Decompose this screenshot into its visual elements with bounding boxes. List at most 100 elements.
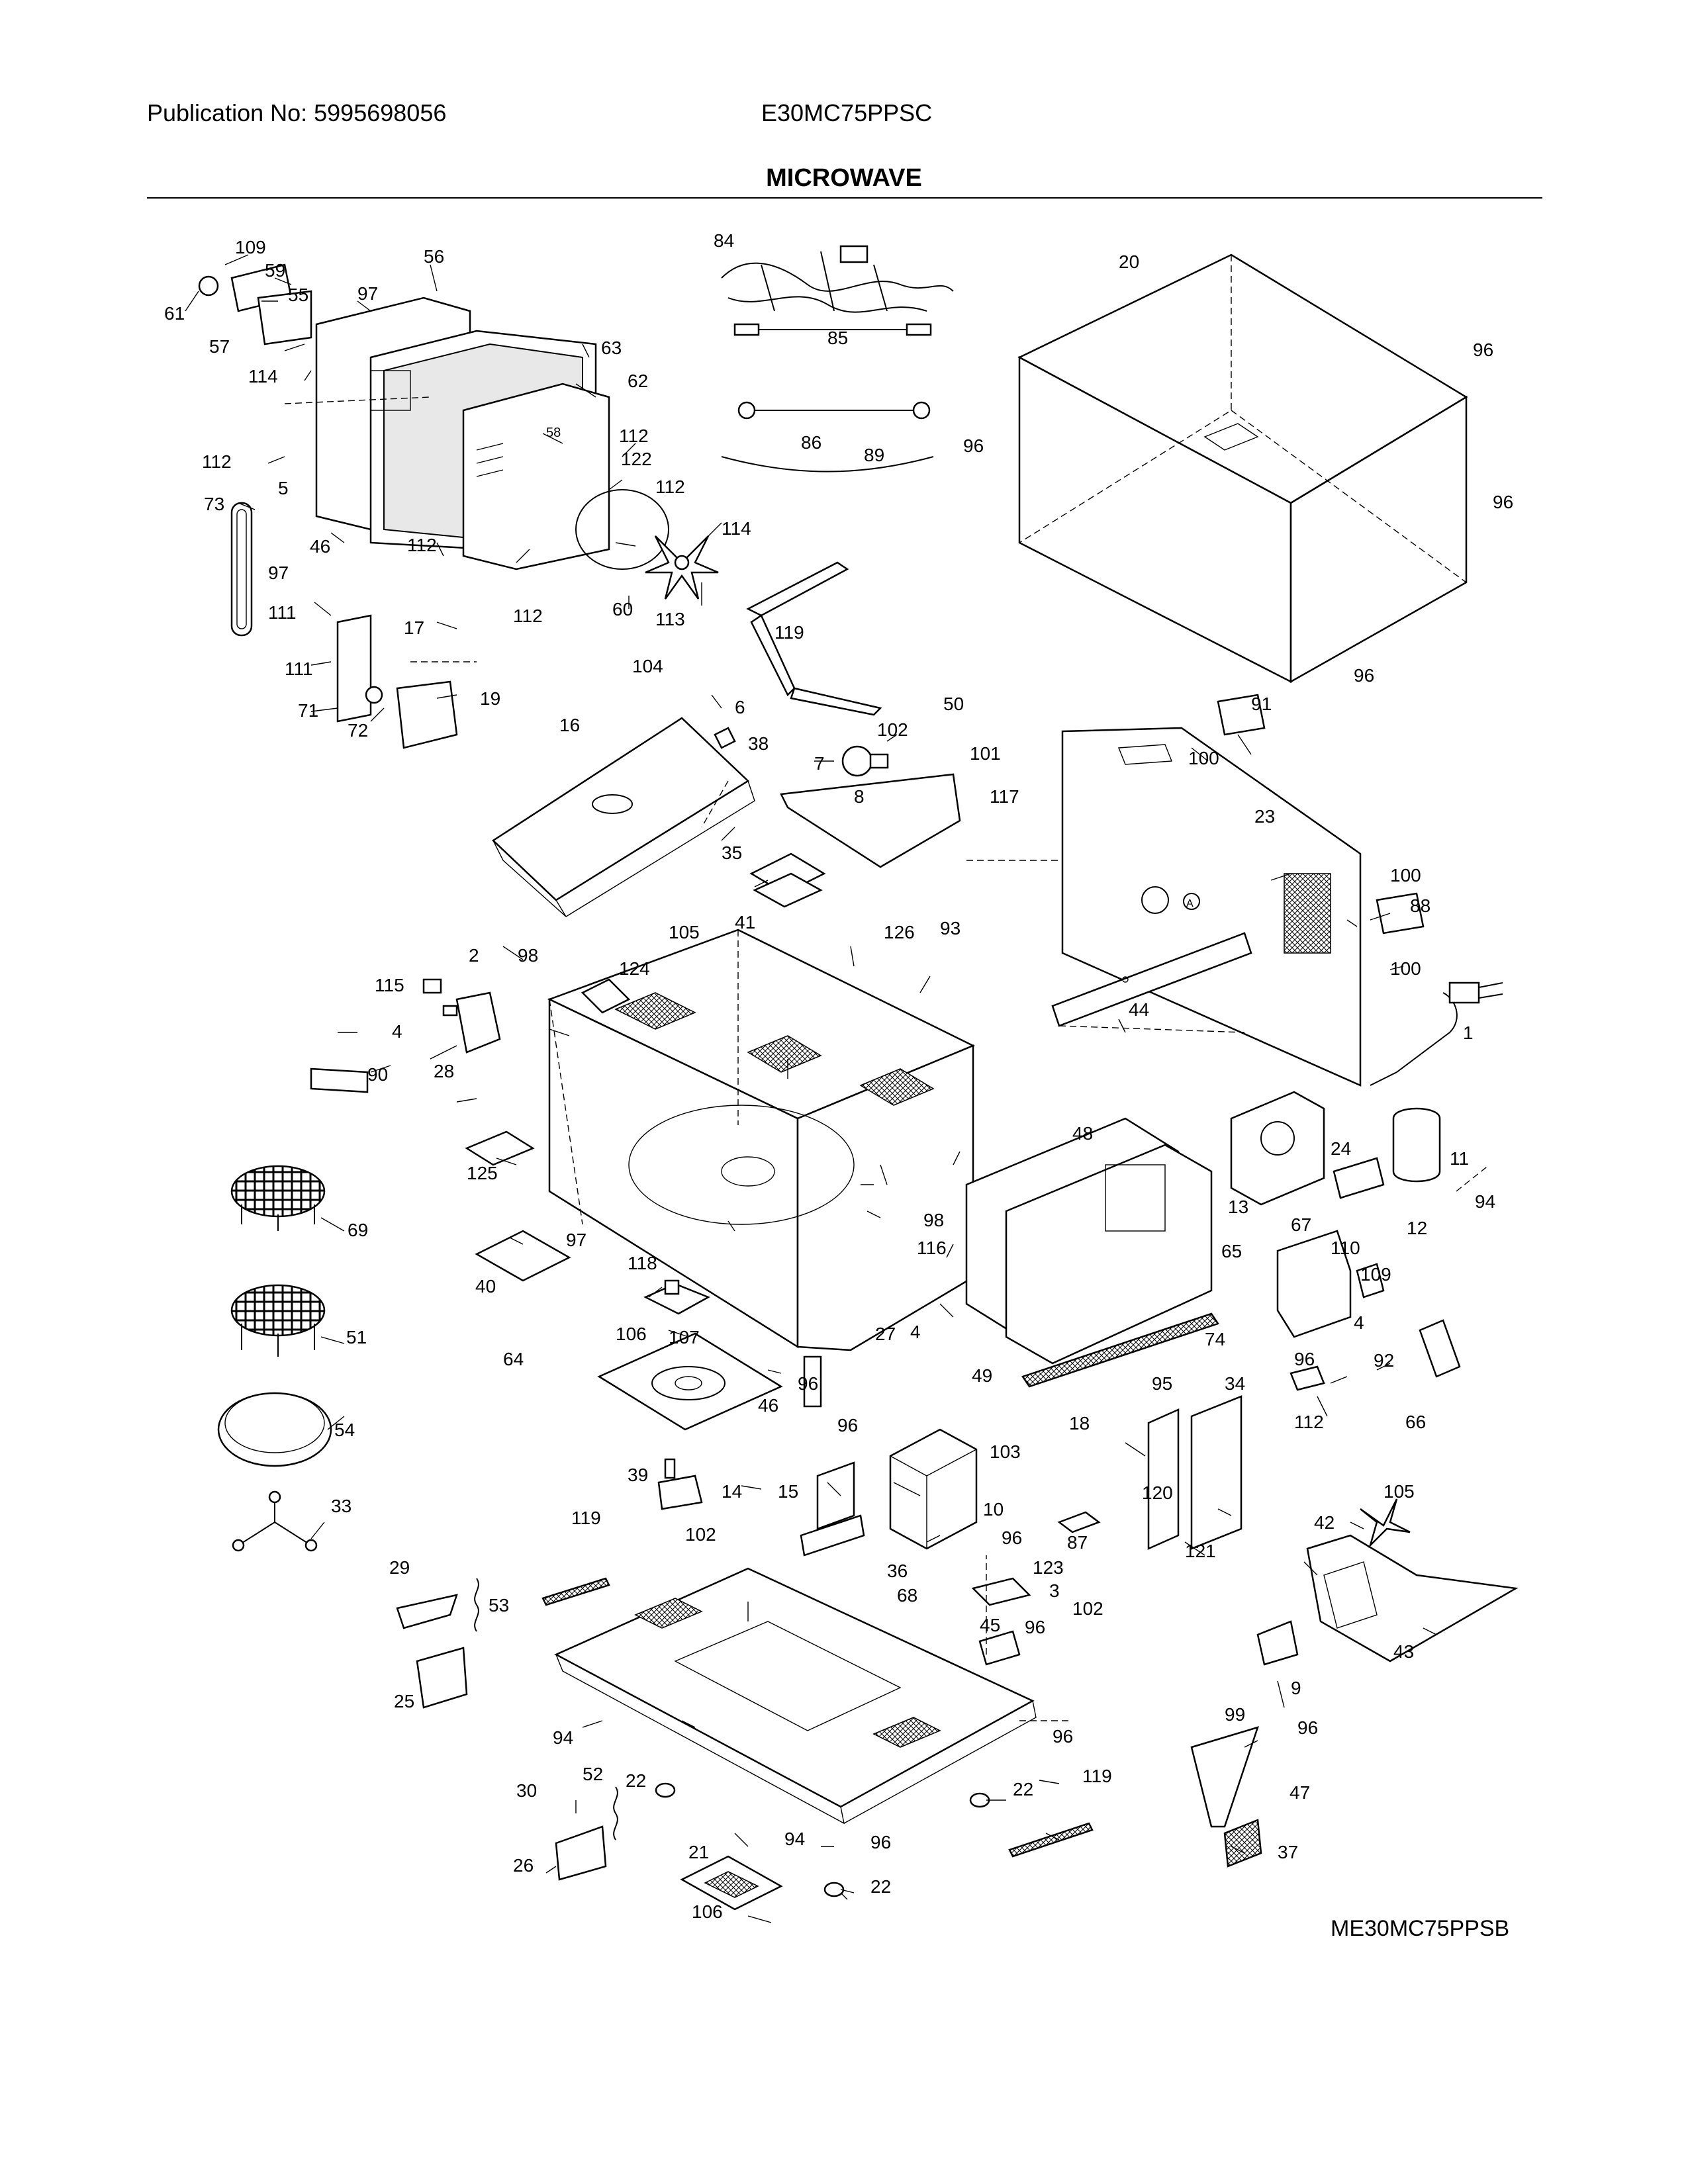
callout: 54 bbox=[334, 1420, 355, 1440]
thermostat-18 bbox=[1289, 1365, 1325, 1391]
callout: 2 bbox=[469, 945, 479, 966]
cover-plate-21 bbox=[680, 1855, 783, 1911]
filter-35 bbox=[749, 852, 826, 908]
callout: 96 bbox=[1473, 340, 1493, 360]
fuse-holder-74 bbox=[1276, 1230, 1385, 1338]
motor-mount-51 bbox=[643, 1279, 710, 1315]
power-cord bbox=[1370, 981, 1503, 1086]
callout: 114 bbox=[722, 518, 751, 539]
callout: 118 bbox=[628, 1253, 657, 1273]
label-90 bbox=[310, 1068, 369, 1093]
callout: 45 bbox=[980, 1615, 1000, 1635]
door-seal-belt bbox=[230, 502, 253, 637]
label-91 bbox=[1217, 694, 1266, 736]
callout: 111 bbox=[268, 602, 297, 623]
callout: 96 bbox=[1294, 1349, 1315, 1369]
callout: 116 bbox=[917, 1238, 947, 1258]
callout: 73 bbox=[204, 494, 224, 514]
fan-motor-assembly bbox=[1256, 1498, 1519, 1666]
callout: 22 bbox=[870, 1876, 891, 1897]
leader-lines bbox=[185, 254, 1490, 1923]
callout: 37 bbox=[1278, 1842, 1298, 1862]
callout: 23 bbox=[1254, 806, 1275, 827]
callout: 119 bbox=[571, 1508, 601, 1528]
callout: 96 bbox=[1493, 492, 1513, 512]
callout: 94 bbox=[1475, 1191, 1495, 1212]
callout: 5 bbox=[278, 478, 289, 498]
cover-66 bbox=[1419, 1319, 1461, 1378]
callout: 41 bbox=[735, 912, 755, 933]
callout: 69 bbox=[348, 1220, 368, 1240]
callout: 53 bbox=[489, 1595, 509, 1615]
callout: 68 bbox=[897, 1585, 917, 1606]
callout: 126 bbox=[884, 922, 915, 942]
gasket-89 bbox=[721, 456, 934, 473]
callout: 34 bbox=[1225, 1373, 1245, 1394]
callout: 112 bbox=[619, 426, 649, 446]
duct-47-37 bbox=[1190, 1726, 1262, 1868]
callout: 88 bbox=[1410, 895, 1430, 916]
base-plate-54 bbox=[597, 1332, 783, 1431]
callout: 10 bbox=[983, 1499, 1004, 1520]
board-3-45 bbox=[971, 1577, 1031, 1666]
model-number: E30MC75PPSC bbox=[761, 99, 933, 126]
callout: 112 bbox=[1294, 1412, 1324, 1432]
waveguide-cover bbox=[746, 561, 882, 716]
callout: 40 bbox=[475, 1276, 496, 1297]
callout: 114 bbox=[248, 366, 278, 387]
callout: 120 bbox=[1142, 1482, 1173, 1503]
callout: 112 bbox=[655, 477, 685, 497]
transformer-10 bbox=[889, 1428, 978, 1550]
callout: 61 bbox=[164, 303, 185, 324]
callout: 50 bbox=[943, 694, 964, 714]
strip-92 bbox=[803, 1355, 822, 1408]
callout: 3 bbox=[1049, 1580, 1060, 1601]
callout: 100 bbox=[1390, 958, 1421, 979]
callout: 72 bbox=[348, 720, 368, 741]
callout: 67 bbox=[1291, 1214, 1311, 1235]
callout: 105 bbox=[669, 922, 700, 942]
callout: 17 bbox=[404, 617, 424, 638]
callout: 24 bbox=[1331, 1138, 1351, 1159]
callout: 109 bbox=[235, 237, 266, 257]
callout: 52 bbox=[583, 1764, 603, 1784]
callout: 65 bbox=[1221, 1241, 1242, 1261]
callout: 115 bbox=[375, 975, 404, 995]
callout: 56 bbox=[424, 246, 444, 267]
base-pan-21 bbox=[554, 1567, 1037, 1825]
latch-bracket bbox=[336, 614, 458, 749]
callout: 49 bbox=[972, 1365, 992, 1386]
lamp-and-bracket bbox=[714, 727, 961, 868]
callout: 44 bbox=[1129, 999, 1149, 1020]
callout: 102 bbox=[877, 719, 908, 740]
callout: 96 bbox=[1002, 1527, 1022, 1548]
callout: 4 bbox=[1354, 1312, 1364, 1333]
callout: 122 bbox=[621, 449, 652, 469]
callout: 48 bbox=[1072, 1123, 1093, 1144]
foot-22 bbox=[655, 1782, 990, 1897]
header-divider bbox=[147, 197, 1542, 199]
callout: 19 bbox=[480, 688, 500, 709]
callout: 100 bbox=[1188, 748, 1219, 768]
bottom-plate-40 bbox=[475, 1230, 571, 1282]
callout: 98 bbox=[518, 945, 538, 966]
callout: 51 bbox=[346, 1327, 367, 1347]
callout: 11 bbox=[1450, 1148, 1469, 1169]
callout: 46 bbox=[758, 1395, 778, 1416]
callout: 107 bbox=[669, 1327, 700, 1347]
callout: 106 bbox=[616, 1324, 647, 1344]
callout: 15 bbox=[778, 1481, 798, 1502]
callout: 94 bbox=[553, 1727, 573, 1748]
callout: 86 bbox=[801, 432, 821, 453]
rack-70 bbox=[230, 1284, 326, 1357]
callout: 110 bbox=[1331, 1238, 1360, 1258]
callout: 113 bbox=[655, 609, 685, 629]
callout: 117 bbox=[990, 786, 1019, 807]
callout: 46 bbox=[310, 536, 330, 557]
door-panel-assembly bbox=[315, 296, 610, 570]
publication-number: Publication No: 5995698056 bbox=[147, 99, 447, 126]
callout: 96 bbox=[1025, 1617, 1045, 1637]
callout: 74 bbox=[1205, 1329, 1225, 1349]
callout: 93 bbox=[940, 918, 961, 938]
